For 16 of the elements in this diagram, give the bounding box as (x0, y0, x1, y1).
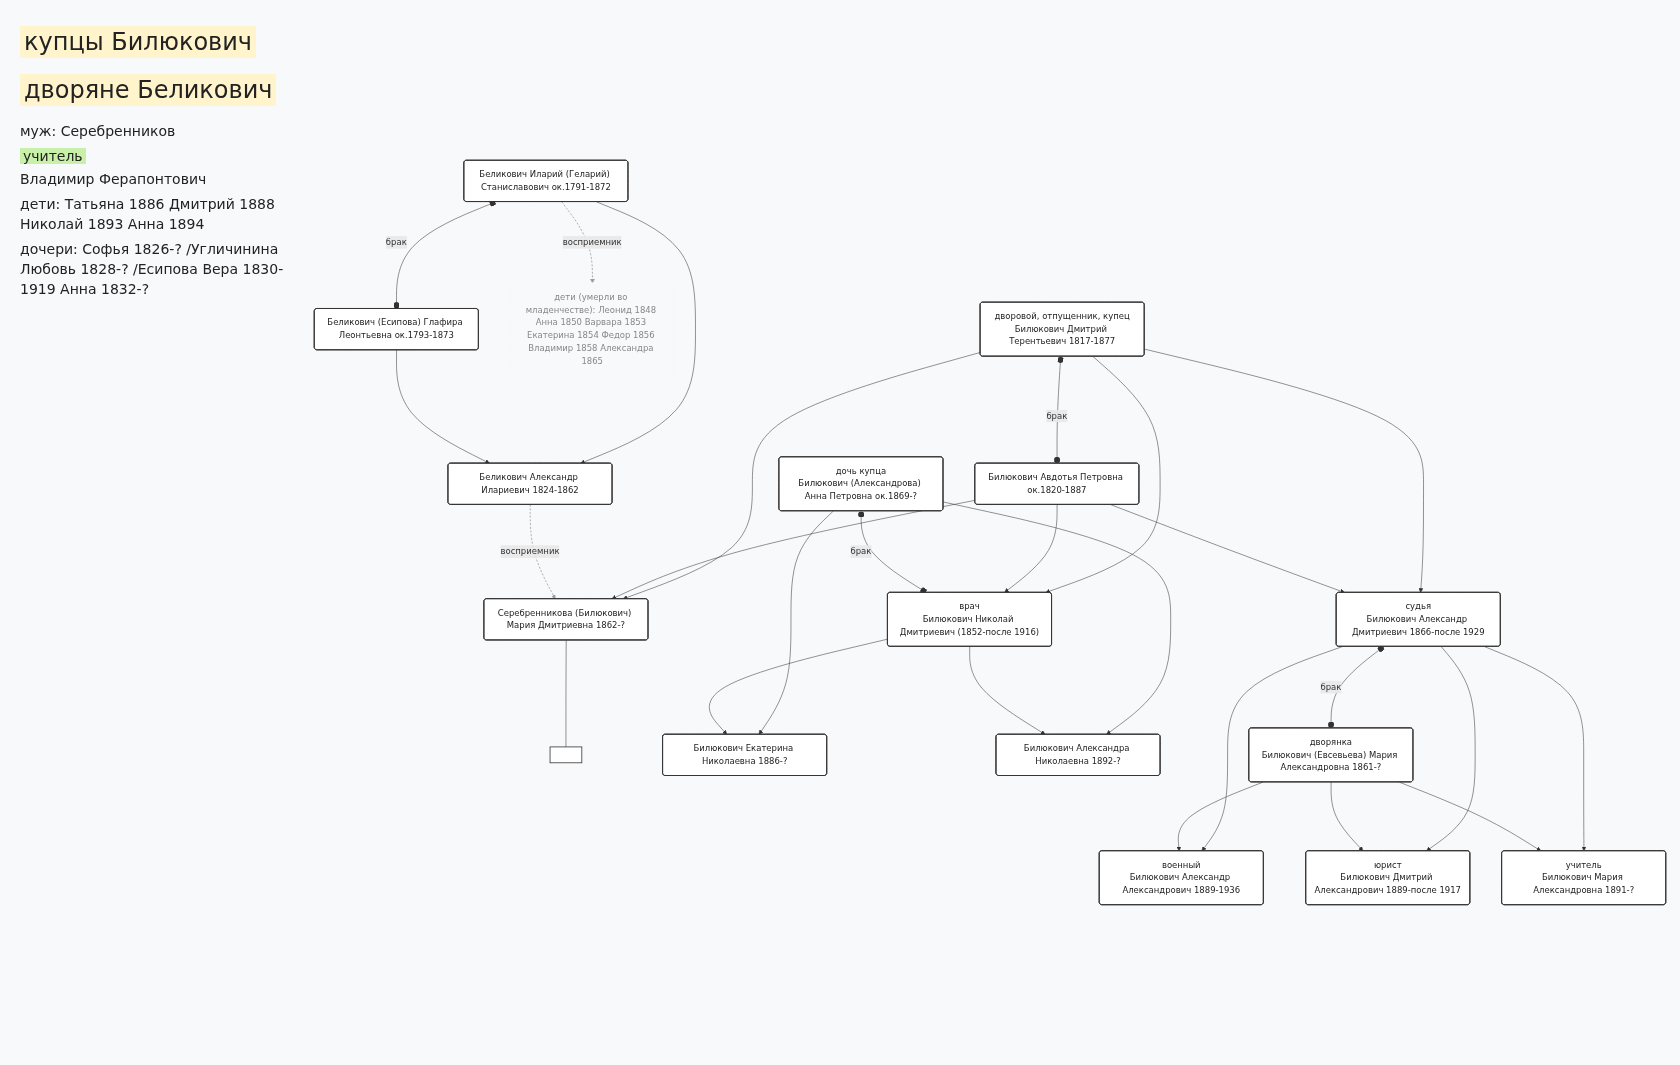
note-text: дочери: Софья 1826-? /Угличинина Любовь 1828-? /Есипова Вера 1830-1919 Анна 1832-? (20, 240, 285, 299)
edge-label: восприемник (500, 546, 560, 557)
note-text: Владимир Ферапонтович (20, 169, 208, 189)
edge-label: брак (1320, 681, 1342, 692)
note-text: дети: Татьяна 1886 Дмитрий 1888 Николай 1893 Анна 1894 (20, 195, 276, 234)
node-text: дети (умерли во младенчестве): Леонид 1848 Анна 1850 Варвара 1853 Екатерина 1854 Федор 1856 Владимир 1858 Александра 1865 (525, 292, 657, 366)
occupation-tag: учитель (20, 147, 86, 164)
edge-label: брак (385, 237, 407, 248)
edge-label: брак (850, 546, 872, 557)
family-heading: купцы Билюкович (20, 26, 256, 58)
connector (565, 640, 567, 748)
edge-label: брак (1046, 410, 1068, 421)
note-text: муж: Серебренников (20, 122, 177, 141)
family-heading: дворяне Беликович (20, 74, 277, 106)
edge-label: восприемник (562, 237, 622, 248)
node-box (549, 746, 583, 764)
